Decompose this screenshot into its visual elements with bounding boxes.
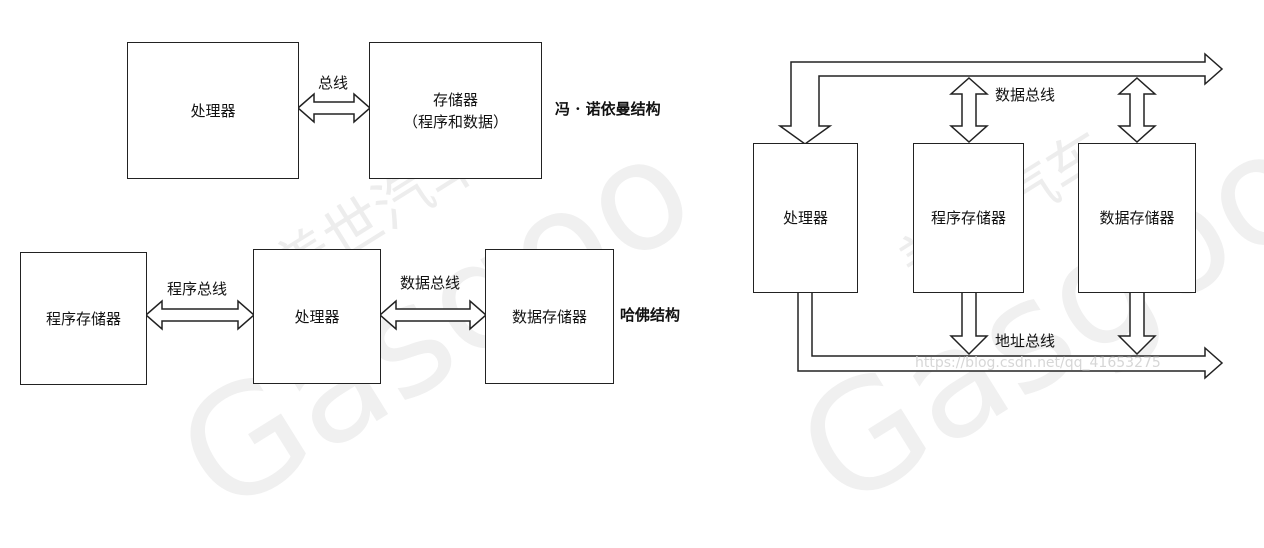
program-bus-arrow	[144, 299, 256, 331]
bus-program-memory-label: 程序存储器	[930, 209, 1006, 227]
program-memory-data-arrow	[949, 76, 989, 144]
bus-processor-label: 处理器	[782, 209, 828, 227]
vn-processor-label: 处理器	[190, 101, 236, 120]
vn-memory-label: 存储器	[432, 90, 478, 109]
hv-data-bus-label: 数据总线	[400, 274, 461, 292]
data-memory-data-arrow	[1117, 76, 1157, 144]
hv-processor-box: 处理器	[253, 249, 381, 384]
bus-address-bus-label: 地址总线	[995, 332, 1056, 350]
hv-data-memory-label: 数据存储器	[511, 307, 587, 326]
data-bus-arrow	[378, 299, 488, 331]
hv-program-memory-box: 程序存储器	[20, 252, 147, 385]
program-memory-address-arrow	[949, 291, 989, 356]
hv-data-memory-box: 数据存储器	[485, 249, 614, 384]
data-memory-address-arrow	[1117, 291, 1157, 356]
vn-caption: 冯 · 诺依曼结构	[555, 100, 661, 118]
address-bus-arrow	[797, 291, 1224, 380]
vn-bus-label: 总线	[318, 74, 349, 92]
bus-program-memory-box: 程序存储器	[913, 143, 1024, 293]
bus-data-memory-label: 数据存储器	[1099, 209, 1175, 227]
hv-caption: 哈佛结构	[620, 306, 681, 324]
hv-program-memory-label: 程序存储器	[45, 309, 121, 328]
hv-program-bus-label: 程序总线	[167, 280, 228, 298]
vn-memory-sublabel: （程序和数据）	[402, 112, 508, 131]
bus-data-memory-box: 数据存储器	[1078, 143, 1196, 293]
vn-memory-box: 存储器 （程序和数据）	[369, 42, 542, 179]
diagram-arrows	[144, 52, 1224, 380]
hv-processor-label: 处理器	[294, 307, 340, 326]
bus-arrow	[296, 92, 372, 124]
vn-processor-box: 处理器	[127, 42, 299, 179]
bus-data-bus-label: 数据总线	[995, 86, 1056, 104]
bus-processor-box: 处理器	[753, 143, 858, 293]
bus-url-watermark: https://blog.csdn.net/qq_41653275	[915, 355, 1161, 371]
